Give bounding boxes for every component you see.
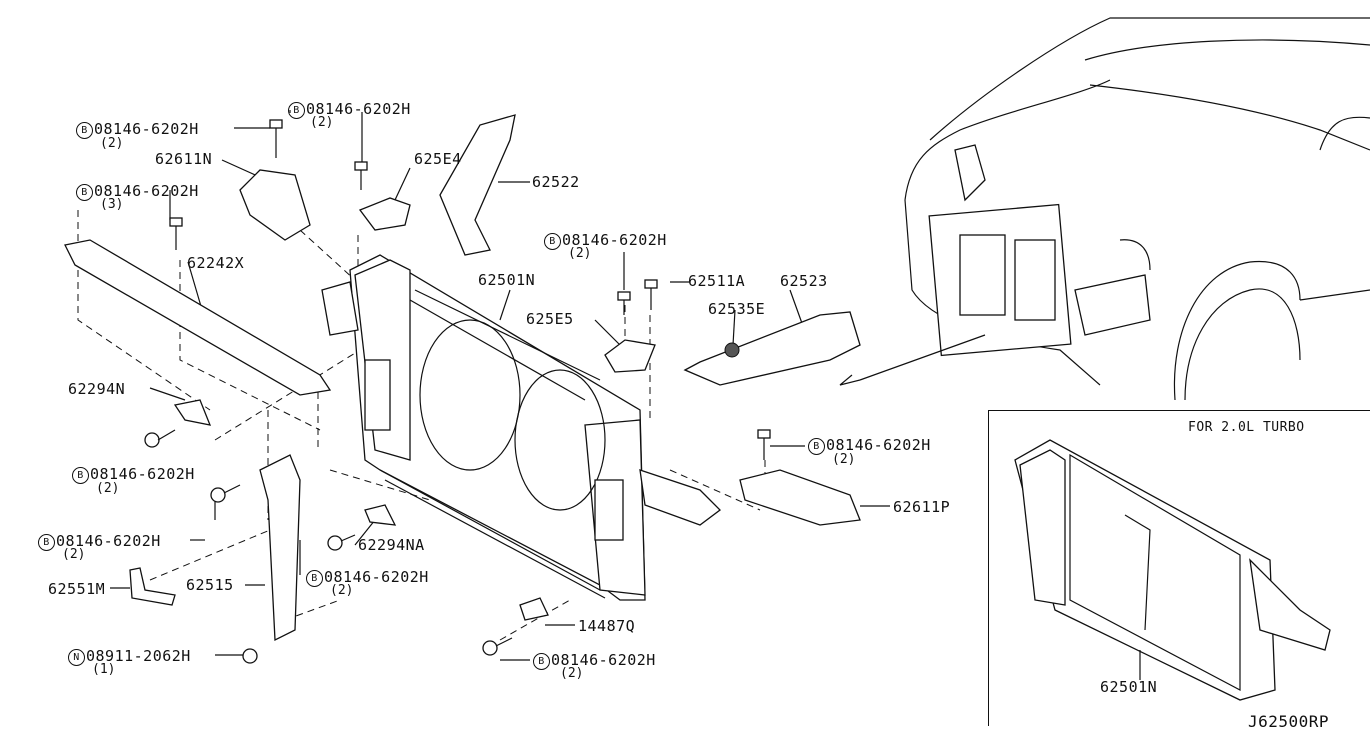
part-62522 [439, 114, 516, 256]
vehicle-outline [839, 17, 1370, 401]
part-14487Q [519, 597, 549, 621]
label-62551M: 62551M [48, 580, 106, 598]
bolts [144, 119, 771, 664]
inset-title: FOR 2.0L TURBO [1188, 420, 1305, 435]
label-qty-n1: (1) [92, 662, 116, 677]
diagram-code: J62500RP [1248, 712, 1330, 731]
label-qty-9: (2) [560, 666, 584, 681]
label-62242X: 62242X [187, 254, 245, 272]
label-62515: 62515 [186, 576, 234, 594]
label-qty-6: (2) [96, 481, 120, 496]
part-62523 [683, 311, 861, 386]
inset-box [988, 410, 1370, 726]
label-qty-3: (3) [100, 197, 124, 212]
label-625E5: 625E5 [526, 310, 574, 328]
label-62611N: 62611N [155, 150, 213, 168]
label-62522: 62522 [532, 173, 580, 191]
label-qty-1: (2) [100, 136, 124, 151]
part-625E5 [604, 339, 656, 373]
inset-radiator-core-support [1014, 439, 1331, 701]
label-qty-4: (2) [568, 246, 592, 261]
part-625E4 [358, 197, 411, 231]
label-62294NA: 62294NA [358, 536, 425, 554]
label-62294N: 62294N [68, 380, 126, 398]
label-62611P: 62611P [893, 498, 951, 516]
label-62535E: 62535E [708, 300, 766, 318]
part-62515 [259, 454, 301, 642]
label-qty-2: (2) [310, 115, 334, 130]
label-62501N: 62501N [478, 271, 536, 289]
label-qty-8: (2) [330, 583, 354, 598]
label-625E4: 625E4 [414, 150, 462, 168]
label-62511A: 62511A [688, 272, 746, 290]
part-62242X [64, 239, 332, 396]
part-62611N [239, 169, 311, 241]
part-62535E [724, 342, 740, 358]
parts [64, 114, 861, 642]
part-62611P [739, 469, 861, 526]
label-qty-5: (2) [832, 452, 856, 467]
part-62294N [173, 399, 212, 426]
part-62294NA [364, 504, 397, 526]
label-62523: 62523 [780, 272, 828, 290]
part-62551M [129, 567, 176, 606]
radiator-core-support [321, 254, 721, 601]
inset-part-label: 62501N [1100, 678, 1158, 696]
label-14487Q: 14487Q [578, 617, 636, 635]
label-qty-7: (2) [62, 547, 86, 562]
leader-lines [110, 110, 890, 661]
